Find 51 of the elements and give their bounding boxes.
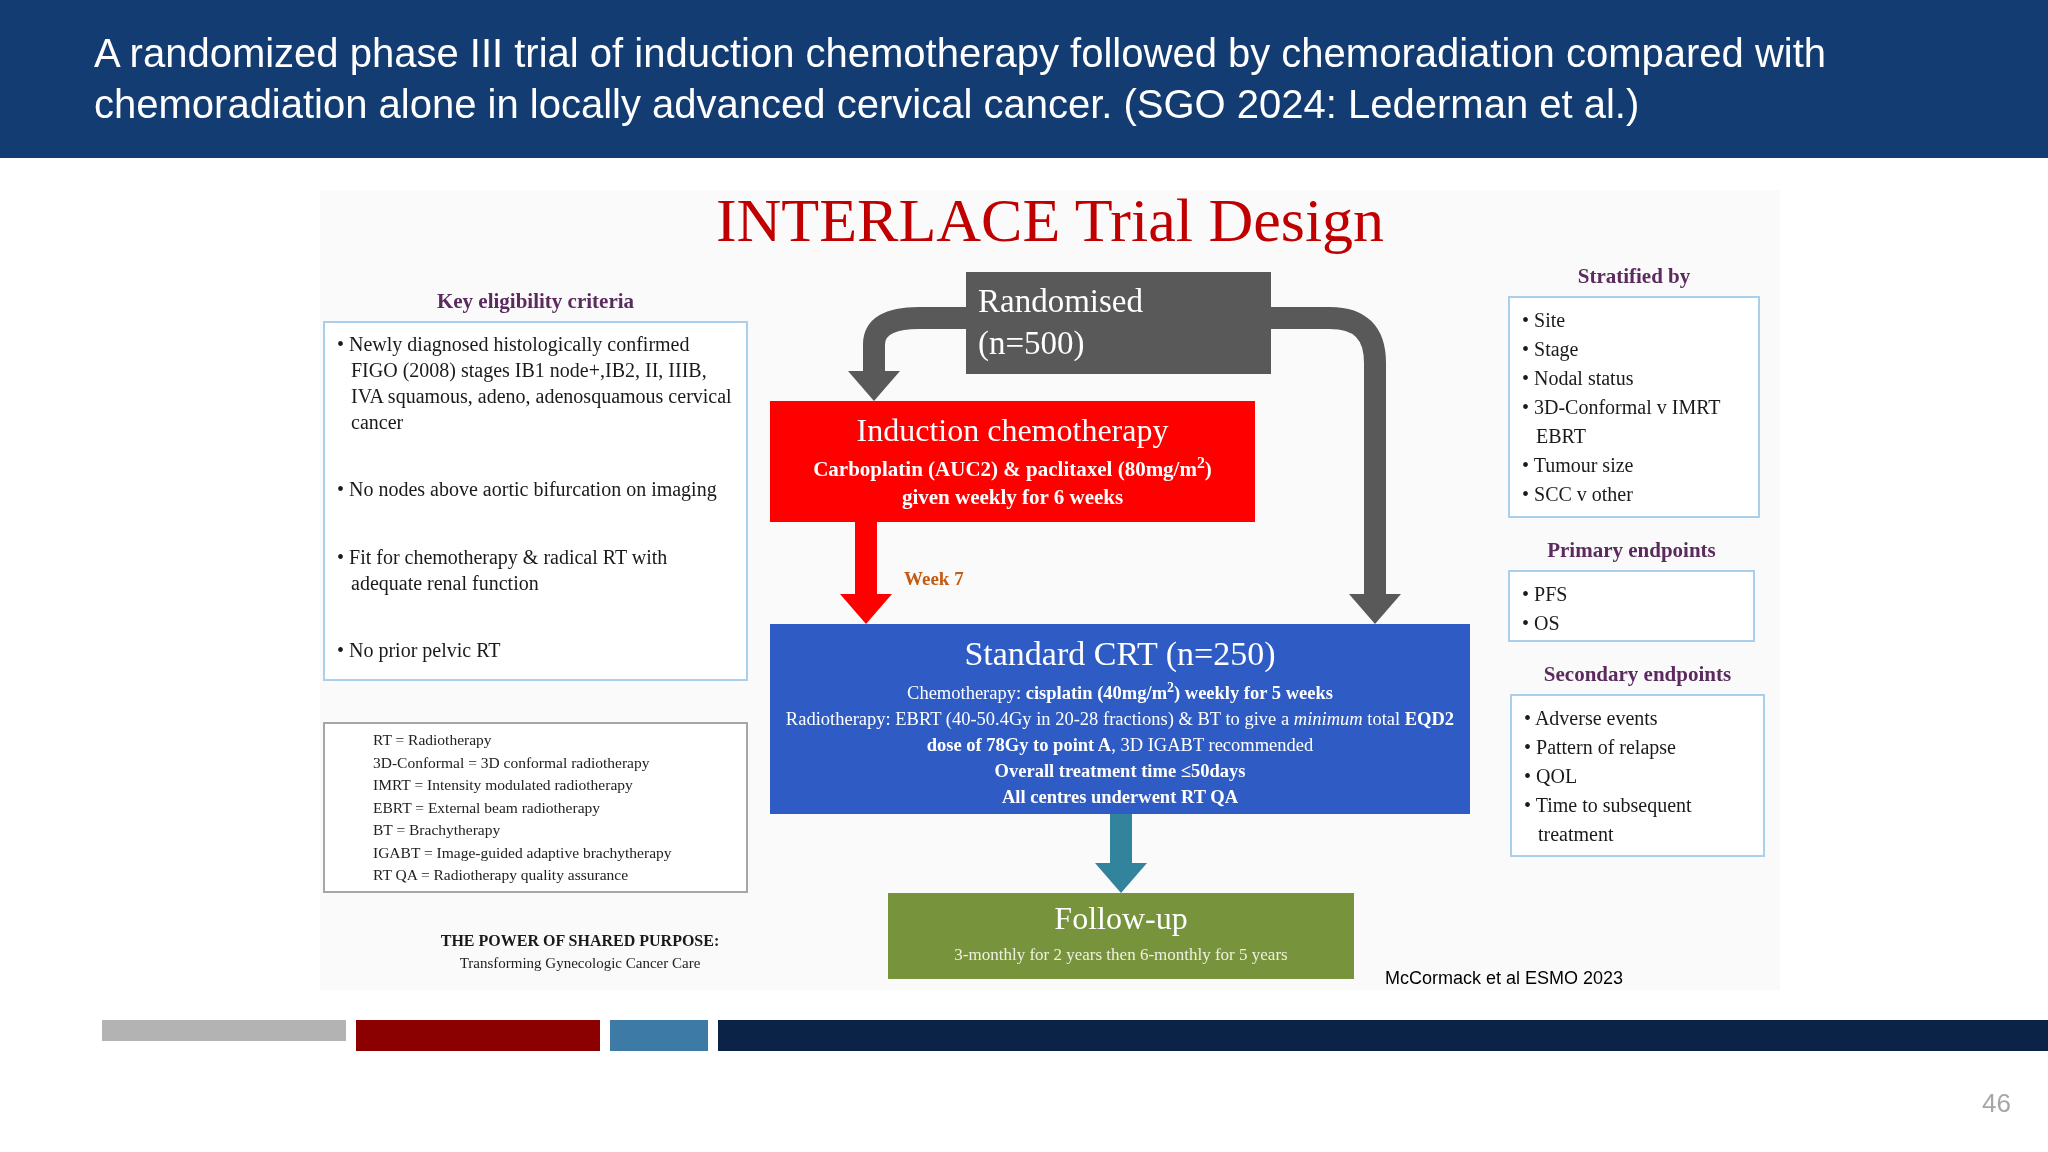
abbreviation-text: RT QA = Radiotherapy quality assurance: [373, 865, 630, 885]
panel-heading: Secondary endpoints: [1543, 661, 1732, 689]
list-item: • Tumour size: [1522, 453, 1635, 478]
tagline-text: Transforming Gynecologic Cancer Care: [459, 954, 701, 973]
abbreviation-text: 3D-Conformal = 3D conformal radiotherapy: [373, 752, 651, 773]
box-text: All centres underwent RT QA: [1001, 786, 1239, 809]
randomisation-box: [966, 272, 1271, 374]
panel-heading: Stratified by: [1577, 263, 1691, 291]
abbreviation-text: IMRT = Intensity modulated radiotherapy: [373, 775, 634, 795]
arrow: [1095, 814, 1147, 893]
box-title: Follow-up: [1054, 899, 1188, 938]
diagram-title: INTERLACE Trial Design: [715, 186, 1385, 254]
list-item: • 3D-Conformal v IMRT EBRT: [1522, 395, 1722, 449]
box-text: Overall treatment time ≤50days: [994, 760, 1246, 783]
list-item: • SCC v other: [1522, 482, 1634, 507]
list-item: • Site: [1522, 308, 1567, 333]
list-item: • OS: [1522, 611, 1561, 636]
arrow: [840, 522, 892, 624]
list-item: • Time to subsequent treatment: [1524, 793, 1693, 847]
box-title: Randomised (n=500): [978, 283, 1143, 361]
box-title: Induction chemotherapy: [856, 411, 1169, 450]
header-text: A randomized phase III trial of induction chemotherapy followed by chemoradiation compared with chemoradiation alone in locally advanced cervical cancer. (SGO 2024: Lederman et al.): [94, 30, 1828, 128]
abbreviation-text: IGABT = Image-guided adaptive brachytherapy: [373, 842, 673, 863]
citation-text: McCormack et al ESMO 2023: [1385, 967, 1624, 990]
box-text: Chemotherapy: cisplatin (40mg/m$^{2}$) weekly for 5 weeks: [907, 680, 1333, 705]
induction-box: [770, 401, 1255, 522]
tagline-heading: THE POWER OF SHARED PURPOSE:: [440, 931, 720, 951]
abbreviation-text: RT = Radiotherapy: [373, 730, 493, 750]
abbreviation-box: [323, 722, 748, 893]
list-item: • No nodes above aortic bifurcation on imaging: [337, 477, 718, 503]
arrow: [1271, 306, 1401, 624]
panel-heading: Key eligibility criteria: [436, 288, 635, 316]
box-text: 3-monthly for 2 years then 6-monthly for 5 years: [954, 944, 1288, 966]
list-item: • QOL: [1524, 764, 1579, 789]
treatment-box: [770, 624, 1470, 814]
follow-up-box: [888, 893, 1354, 979]
list-item: • PFS: [1522, 582, 1569, 607]
list-item: • Fit for chemotherapy & radical RT with adequate renal function: [337, 544, 669, 596]
panel-heading: Primary endpoints: [1547, 537, 1716, 565]
box-text: Radiotherapy: EBRT (40-50.4Gy in 20-28 fractions) & BT to give a minimum total EQD2 dose of 78Gy to point A, 3D IGABT recommended: [784, 708, 1456, 757]
box-title: Standard CRT (n=250): [964, 634, 1276, 674]
box-text: Carboplatin (AUC2) & paclitaxel (80mg/m$^{2}$) given weekly for 6 weeks: [812, 455, 1213, 511]
abbreviation-text: EBRT = External beam radiotherapy: [373, 797, 602, 818]
page-number: 46: [1982, 1087, 2011, 1120]
list-item: • No prior pelvic RT: [337, 638, 502, 663]
list-item: • Nodal status: [1522, 366, 1635, 391]
list-item: • Newly diagnosed histologically confirmed FIGO (2008) stages IB1 node+,IB2, II, IIIB, IVA squamous, adeno, adenosquamous cervical cancer: [337, 332, 733, 435]
list-item: • Pattern of relapse: [1524, 735, 1677, 761]
list-item: • Adverse events: [1524, 706, 1659, 731]
list-item: • Stage: [1522, 337, 1580, 363]
abbreviation-text: BT = Brachytherapy: [373, 820, 502, 840]
